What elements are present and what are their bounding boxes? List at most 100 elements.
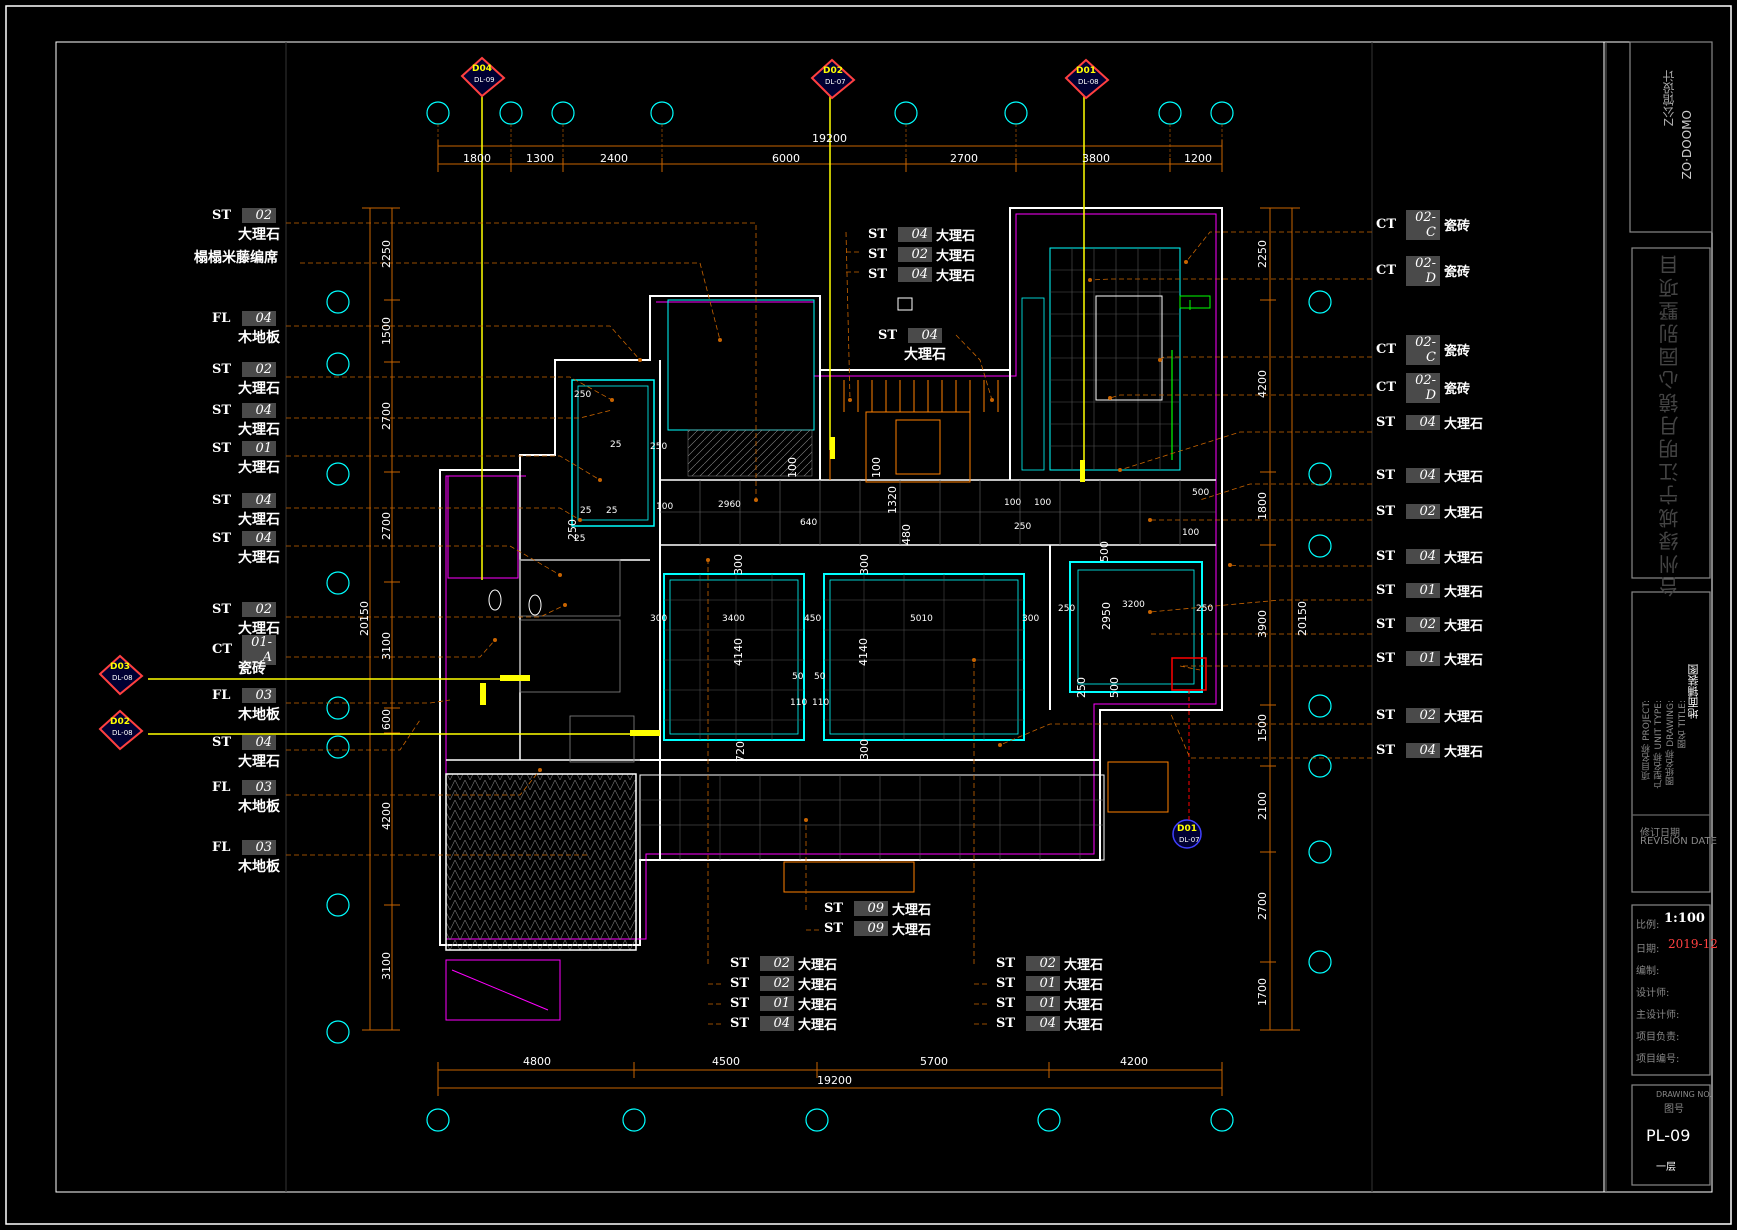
- tag-code: ST: [730, 1016, 750, 1031]
- tag-material: 瓷砖: [1444, 344, 1471, 359]
- living-room: [663, 573, 1025, 741]
- tag-number: 02-C: [1406, 209, 1440, 240]
- callout-id[interactable]: D01: [1076, 66, 1096, 76]
- callout-id[interactable]: D03: [110, 662, 130, 672]
- tag-code: ST: [1376, 651, 1396, 666]
- tag-number: 02-C: [1406, 334, 1440, 365]
- tag-number: 01-A: [242, 634, 276, 665]
- callout-sheet-ref: DL-08: [112, 674, 133, 682]
- dimension-label: 1300: [526, 152, 554, 165]
- tag-number: 01: [760, 996, 794, 1011]
- tag-material: 大理石: [238, 460, 280, 476]
- bathroom: [447, 475, 519, 579]
- tag-code: ST: [1376, 617, 1396, 632]
- bottom-leader-lines: [707, 231, 993, 1025]
- tag-number: 03: [242, 688, 276, 703]
- tag-number: 02-D: [1406, 372, 1440, 403]
- terrace: [639, 761, 1169, 893]
- dimension-label: 4200: [1256, 370, 1269, 398]
- tag-code: ST: [996, 1016, 1016, 1031]
- floor-label: 一层: [1656, 1162, 1676, 1173]
- dimension-label: 2700: [950, 152, 978, 165]
- tag-material: 大理石: [238, 227, 280, 243]
- tag-material: 大理石: [238, 550, 280, 566]
- tag-code: ST: [212, 208, 232, 223]
- tag-code: ST: [1376, 415, 1396, 430]
- callout-id[interactable]: D02: [823, 66, 843, 76]
- callout-id[interactable]: D04: [472, 64, 492, 74]
- callout-id[interactable]: D01: [1177, 824, 1197, 834]
- dimension-label: 1500: [380, 317, 393, 345]
- dimension-label: 450: [804, 614, 822, 624]
- material-dots: [493, 260, 1232, 822]
- tag-material: 大理石: [238, 754, 280, 770]
- tag-code: ST: [868, 247, 888, 262]
- tag-code: ST: [212, 441, 232, 456]
- section-lines[interactable]: [148, 90, 1085, 735]
- tag-number: 02: [242, 602, 276, 617]
- tag-code: ST: [730, 996, 750, 1011]
- dimension-label: 300: [858, 554, 871, 575]
- dimension-label: 100: [1004, 498, 1022, 508]
- dimension-label: 2100: [1256, 792, 1269, 820]
- callout-sheet-ref: DL-09: [474, 76, 495, 84]
- dimension-label: 100: [656, 502, 674, 512]
- dimension-label: 2950: [1100, 602, 1113, 630]
- material-tag[interactable]: ST 01: [208, 440, 276, 457]
- tag-number: 04: [242, 403, 276, 418]
- scale-label: 比例:: [1636, 920, 1660, 931]
- dimension-label: 3400: [722, 614, 745, 624]
- callout-id[interactable]: D02: [110, 717, 130, 727]
- callout-markers[interactable]: [98, 56, 1202, 849]
- tag-number: 02: [1406, 708, 1440, 723]
- staircase: [829, 380, 999, 483]
- tag-material: 大理石: [1064, 958, 1104, 973]
- tag-number: 01: [242, 441, 276, 456]
- tag-number: 04: [1406, 549, 1440, 564]
- dimension-label: 3800: [1082, 152, 1110, 165]
- dimension-label: 6000: [772, 152, 800, 165]
- tag-number: 01: [1406, 583, 1440, 598]
- axis-leaders: [437, 124, 1223, 158]
